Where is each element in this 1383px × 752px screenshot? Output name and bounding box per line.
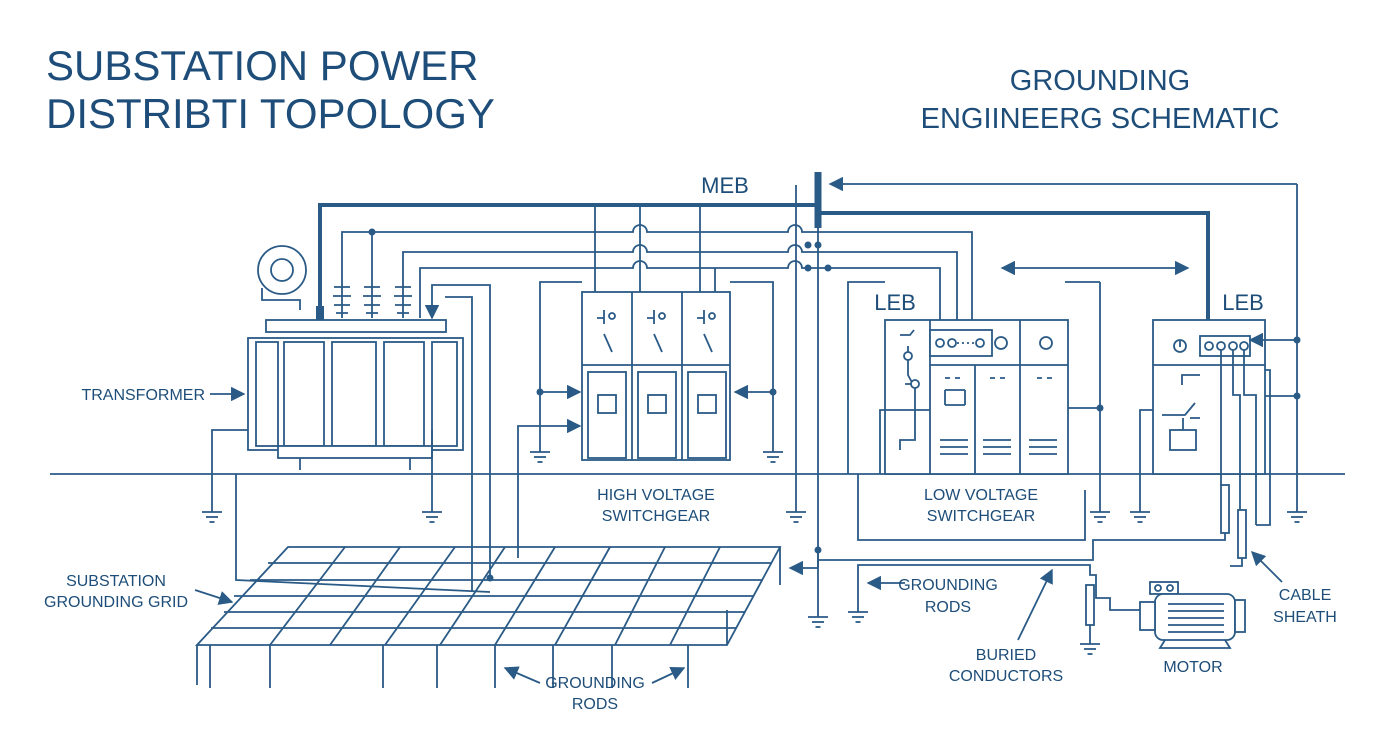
leb-right-label: LEB bbox=[1222, 290, 1264, 315]
transformer-label: TRANSFORMER bbox=[81, 387, 205, 404]
rods-label-1: GROUNDING bbox=[898, 577, 998, 594]
cable-sheath-label-2: SHEATH bbox=[1273, 609, 1337, 626]
leb-left-label: LEB bbox=[874, 290, 916, 315]
distribution-conductors bbox=[341, 205, 1190, 592]
buried-conductors-pointer bbox=[1017, 568, 1053, 641]
motor-label: MOTOR bbox=[1163, 659, 1222, 676]
transformer bbox=[201, 245, 491, 593]
hv-switchgear-label-2: SWITCHGEAR bbox=[602, 508, 710, 525]
buried-conductors-label-1: BURIED bbox=[976, 647, 1036, 664]
transformer-bonding-conductor bbox=[318, 203, 818, 320]
grounding-rods-meb bbox=[788, 546, 1050, 623]
motor bbox=[1050, 564, 1246, 655]
title-line-1: SUBSTATION POWER bbox=[46, 42, 478, 89]
cable-sheath-pointer bbox=[1250, 550, 1283, 583]
grid-rods-label-1: GROUNDING bbox=[545, 675, 645, 692]
grid-pointer bbox=[194, 589, 234, 605]
rods-label-2: RODS bbox=[925, 599, 971, 616]
grid-rods-label-2: RODS bbox=[572, 696, 618, 713]
right-distribution-panel: LEB bbox=[818, 290, 1301, 567]
low-voltage-switchgear: LEB bbox=[847, 281, 1100, 541]
leb-right-bonding-conductor bbox=[818, 211, 1210, 348]
main-earthing-bar: MEB bbox=[701, 172, 1308, 628]
subtitle-line-2: ENGIINEERG SCHEMATIC bbox=[921, 103, 1280, 135]
high-voltage-switchgear bbox=[517, 281, 784, 558]
grid-label-1: SUBSTATION bbox=[66, 573, 166, 590]
grid-rods-pointer-right bbox=[651, 666, 686, 684]
lv-switchgear-label-1: LOW VOLTAGE bbox=[924, 487, 1038, 504]
grid-label-2: GROUNDING GRID bbox=[44, 594, 188, 611]
meb-label: MEB bbox=[701, 173, 749, 198]
grid-rods-pointer-left bbox=[503, 666, 541, 684]
hv-switchgear-label-1: HIGH VOLTAGE bbox=[597, 487, 715, 504]
cable-sheath-label-1: CABLE bbox=[1279, 587, 1331, 604]
subtitle-line-1: GROUNDING bbox=[1010, 65, 1190, 97]
lv-switchgear-label-2: SWITCHGEAR bbox=[927, 508, 1035, 525]
title-line-2: DISTRIBTI TOPOLOGY bbox=[46, 90, 495, 137]
substation-grounding-grid bbox=[194, 546, 782, 688]
buried-conductors-label-2: CONDUCTORS bbox=[949, 668, 1063, 685]
